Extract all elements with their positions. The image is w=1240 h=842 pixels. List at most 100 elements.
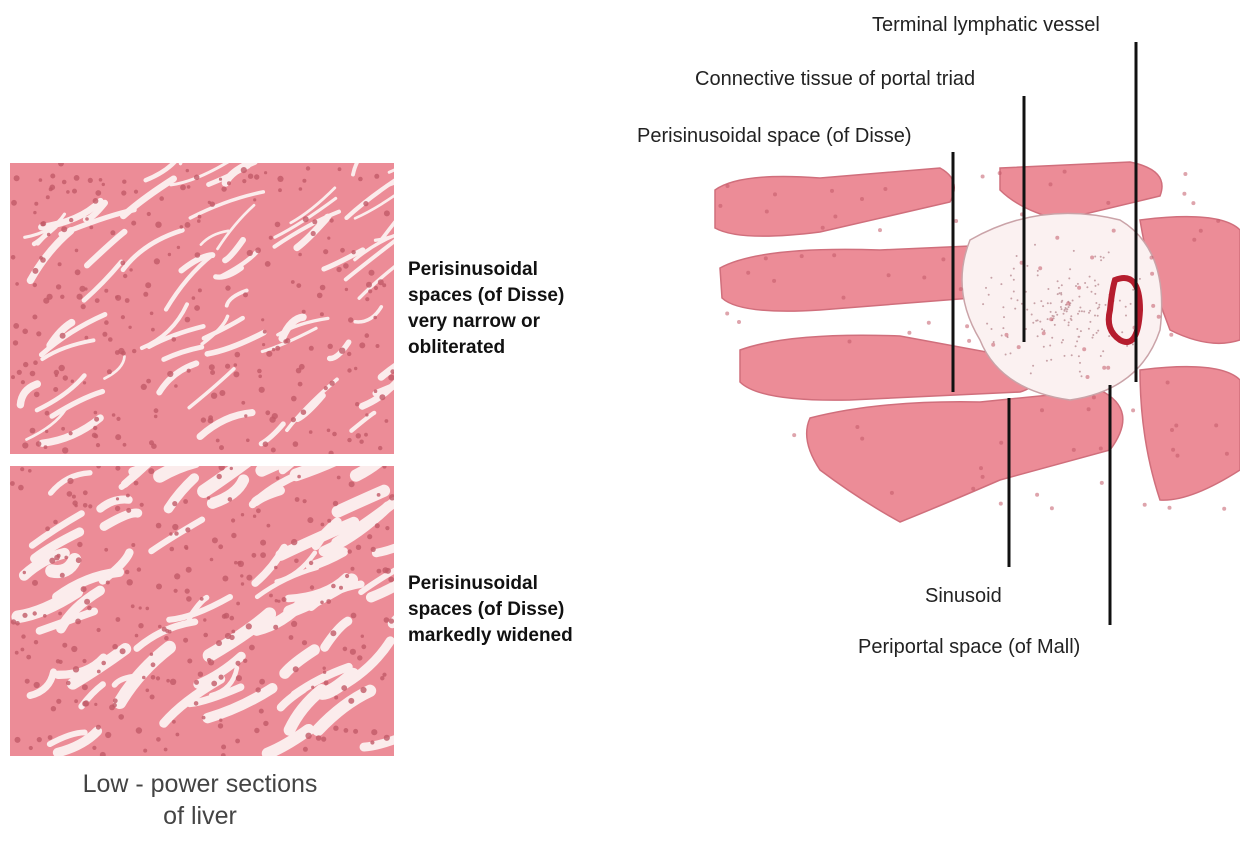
hepatocyte-nucleus (247, 250, 253, 256)
hepatocyte-nucleus (289, 635, 294, 640)
hepatocyte-nucleus (236, 661, 241, 666)
hepatocyte-nucleus (272, 348, 275, 351)
hepatocyte-nucleus (81, 586, 87, 592)
hepatocyte-nucleus (95, 298, 100, 303)
hepatocyte-nucleus (194, 680, 199, 685)
hepatocyte-nucleus (25, 679, 30, 684)
hepatocyte-nucleus (185, 527, 190, 532)
hepatocyte-nucleus (338, 167, 342, 171)
hepatocyte-nucleus (185, 317, 191, 323)
hepatocyte-nucleus (47, 233, 51, 237)
hepatocyte-nucleus (224, 613, 230, 619)
hepatocyte-nucleus (371, 547, 376, 552)
hepatocyte-nucleus (241, 401, 245, 405)
hepatocyte-nucleus (329, 218, 333, 222)
hepatocyte-nucleus (348, 698, 354, 704)
hepatocyte-nucleus (92, 746, 96, 750)
hepatocyte-nucleus (96, 725, 101, 730)
hepatocyte-nucleus (359, 342, 365, 348)
hepatocyte-nucleus (302, 310, 306, 314)
hepatocyte-nucleus (259, 387, 265, 393)
hepatocyte-nucleus (227, 181, 231, 185)
hepatocyte-nucleus (365, 413, 368, 416)
hepatocyte-nucleus (116, 617, 121, 622)
hepatocyte-nucleus (236, 602, 240, 606)
hepatocyte-nucleus (203, 633, 208, 638)
hepatocyte-nucleus (82, 659, 86, 663)
hepatocyte-nucleus (303, 499, 307, 503)
hepatocyte-nucleus (373, 316, 377, 320)
hepatocyte-plate (720, 246, 981, 311)
hepatocyte-nucleus (219, 390, 225, 396)
hepatocyte-nucleus (88, 504, 92, 508)
hepatocyte-nucleus (256, 508, 261, 513)
hepatocyte-nucleus (320, 312, 324, 316)
hepatocyte-nucleus (351, 250, 355, 254)
hepatocyte-nucleus (356, 545, 361, 550)
hepatocyte-nucleus (22, 442, 28, 448)
hepatocyte-nucleus (115, 350, 120, 355)
hepatocyte-nucleus (23, 571, 26, 574)
hepatocyte-nucleus (74, 699, 78, 703)
hepatocyte-nucleus (291, 396, 297, 402)
hepatocyte-nucleus (55, 374, 58, 377)
hepatocyte-nucleus (105, 732, 111, 738)
hepatocyte-nucleus (384, 210, 390, 216)
hepatocyte-nucleus (122, 180, 126, 184)
hepatocyte-nucleus (85, 217, 89, 221)
hepatocyte-nucleus (57, 554, 61, 558)
hepatocyte-nucleus (50, 174, 55, 179)
hepatocyte-nucleus (63, 375, 68, 380)
hepatocyte-nucleus (101, 661, 106, 666)
hepatocyte-nucleus (73, 666, 79, 672)
hepatocyte-nucleus (244, 414, 247, 417)
hepatocyte-nucleus (347, 438, 351, 442)
hepatocyte-nucleus (195, 252, 201, 258)
hepatocyte-nucleus (74, 175, 80, 181)
liver-section-widened-spaces (10, 466, 394, 756)
hepatocyte-nucleus (242, 179, 246, 183)
hepatocyte-nucleus (219, 719, 222, 722)
hepatocyte-nucleus (306, 166, 310, 170)
widened-spaces-label: Perisinusoidal spaces (of Disse) markedl… (408, 571, 573, 649)
hepatocyte-nucleus (336, 267, 341, 272)
hepatocyte-nucleus (303, 747, 308, 752)
hepatocyte-nucleus (211, 393, 217, 399)
hepatocyte-nucleus (263, 330, 267, 334)
hepatocyte-nucleus (10, 481, 15, 486)
label-perisinusoidal-space: Perisinusoidal space (of Disse) (637, 125, 912, 148)
hepatocyte-nucleus (183, 638, 188, 643)
hepatocyte-nucleus (332, 432, 337, 437)
hepatocyte-nucleus (210, 558, 214, 562)
hepatocyte-nucleus (257, 369, 262, 374)
hepatocyte-nucleus (361, 644, 366, 649)
hepatocyte-nucleus (208, 659, 214, 665)
hepatocyte-nucleus (126, 494, 130, 498)
hepatocyte-nucleus (141, 384, 147, 390)
hepatocyte-nucleus (248, 174, 253, 179)
hepatocyte-nucleus (138, 623, 143, 628)
hepatocyte-nucleus (89, 226, 93, 230)
hepatocyte-nucleus (21, 380, 25, 384)
hepatocyte-nucleus (208, 415, 213, 420)
hepatocyte-nucleus (246, 575, 252, 581)
hepatocyte-nucleus (243, 659, 247, 663)
hepatocyte-nucleus (97, 628, 101, 632)
hepatocyte-nucleus (197, 219, 201, 223)
hepatocyte-nucleus (359, 440, 363, 444)
hepatocyte-nucleus (131, 604, 135, 608)
hepatocyte-nucleus (156, 523, 162, 529)
hepatocyte-nucleus (234, 561, 238, 565)
hepatocyte-nucleus (169, 532, 172, 535)
hepatocyte-nucleus (347, 368, 351, 372)
hepatocyte-nucleus (235, 352, 241, 358)
hepatocyte-nucleus (368, 289, 372, 293)
hepatocyte-nucleus (18, 485, 24, 491)
hepatocyte-nucleus (34, 640, 38, 644)
hepatocyte-nucleus (271, 448, 276, 453)
hepatocyte-nucleus (46, 195, 50, 199)
figure-caption: Low - power sections of liver (40, 768, 360, 832)
hepatocyte-nucleus (150, 312, 154, 316)
hepatocyte-nucleus (94, 703, 97, 706)
hepatocyte-nucleus (104, 548, 108, 552)
